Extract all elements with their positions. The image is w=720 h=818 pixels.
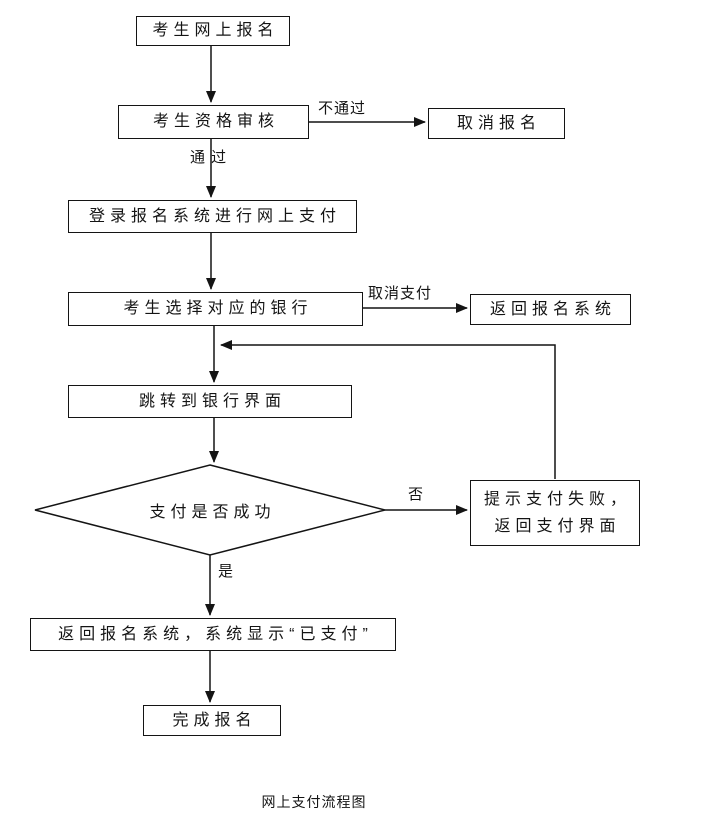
edge-label-cancel-pay: 取消支付 — [368, 285, 433, 302]
arrow-payfail-feedback — [220, 340, 556, 479]
edge-label-pass: 通 过 — [190, 149, 228, 166]
node-jump-bank: 跳转到银行界面 — [68, 385, 352, 418]
node-pay-check: 支付是否成功 — [149, 504, 276, 521]
node-complete: 完成报名 — [143, 705, 281, 736]
node-pay-fail: 提示支付失败， 返回支付界面 — [470, 480, 640, 546]
node-return-system: 返回报名系统 — [470, 294, 631, 325]
diagram-caption: 网上支付流程图 — [261, 794, 367, 810]
node-login-pay: 登录报名系统进行网上支付 — [68, 200, 357, 233]
node-register: 考生网上报名 — [136, 16, 290, 46]
edge-label-no: 否 — [408, 486, 425, 503]
node-review: 考生资格审核 — [118, 105, 309, 139]
node-return-paid: 返回报名系统，系统显示“已支付” — [30, 618, 396, 651]
node-cancel-register: 取消报名 — [428, 108, 565, 139]
edge-label-yes: 是 — [218, 563, 235, 580]
node-select-bank: 考生选择对应的银行 — [68, 292, 363, 326]
edge-label-not-pass: 不通过 — [318, 100, 367, 117]
